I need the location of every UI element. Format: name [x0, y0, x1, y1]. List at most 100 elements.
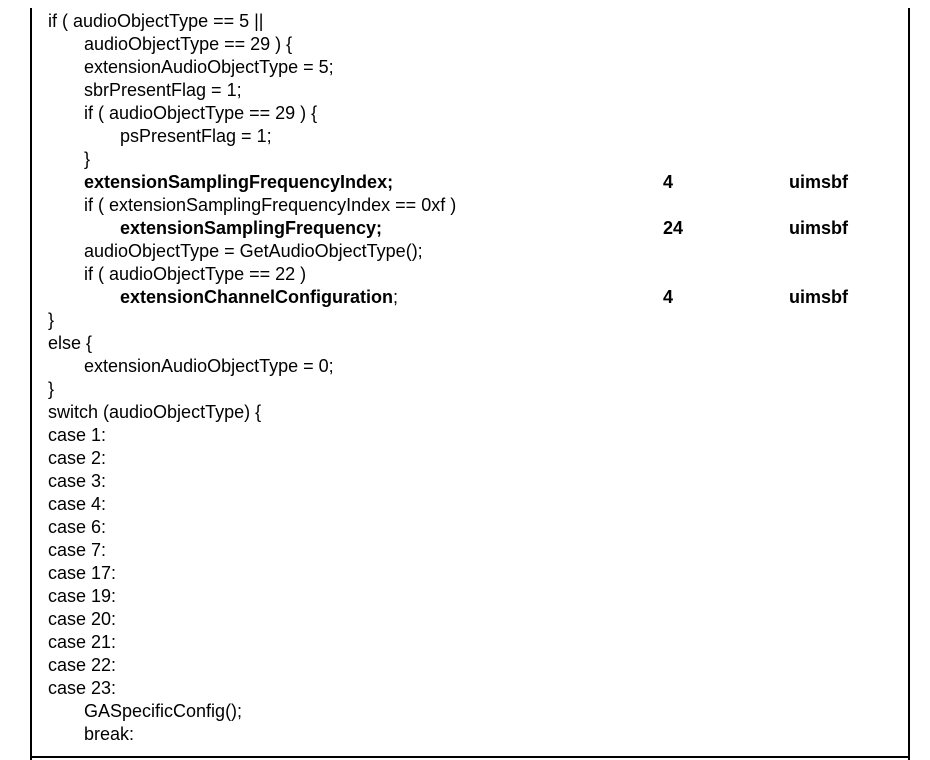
syntax-line: case 19: [0, 585, 930, 608]
syntax-line: } [0, 309, 930, 332]
syntax-text: extensionSamplingFrequencyIndex; [84, 172, 394, 192]
syntax-text: extensionAudioObjectType = 5; [84, 57, 334, 77]
syntax-suffix: ; [393, 287, 399, 307]
syntax-code-block: if ( audioObjectType == 5 || audioObjectT… [0, 10, 930, 746]
syntax-line: case 2: [0, 447, 930, 470]
syntax-line: else { [0, 332, 930, 355]
bit-count: 24 [663, 218, 684, 238]
syntax-line: sbrPresentFlag = 1; [0, 79, 930, 102]
syntax-statement: case 1: [48, 424, 106, 447]
syntax-statement: case 3: [48, 470, 106, 493]
syntax-statement: case 17: [48, 562, 116, 585]
syntax-line: GASpecificConfig(); [0, 700, 930, 723]
syntax-text: if ( audioObjectType == 22 ) [84, 264, 307, 284]
syntax-text: case 6: [48, 517, 107, 537]
mnemonic: uimsbf [789, 218, 849, 238]
syntax-line: case 23: [0, 677, 930, 700]
syntax-statement: case 21: [48, 631, 116, 654]
syntax-text: case 3: [48, 471, 107, 491]
syntax-statement: } [48, 309, 54, 332]
syntax-line: case 4: [0, 493, 930, 516]
syntax-line: case 17: [0, 562, 930, 585]
syntax-statement: extensionAudioObjectType = 5; [84, 56, 334, 79]
syntax-line: case 22: [0, 654, 930, 677]
syntax-statement: } [48, 378, 54, 401]
table-bottom-border [30, 756, 910, 758]
syntax-text: if ( audioObjectType == 29 ) { [84, 103, 318, 123]
syntax-line: break: [0, 723, 930, 746]
syntax-text: case 4: [48, 494, 107, 514]
syntax-text: case 7: [48, 540, 107, 560]
syntax-line: if ( audioObjectType == 22 ) [0, 263, 930, 286]
syntax-statement: if ( audioObjectType == 5 || [48, 10, 263, 33]
syntax-element-name: extensionChannelConfiguration; [120, 286, 398, 309]
syntax-line: extensionAudioObjectType = 5; [0, 56, 930, 79]
syntax-element-name: extensionSamplingFrequency; [120, 217, 382, 240]
syntax-text: audioObjectType == 29 ) { [84, 34, 293, 54]
syntax-text: case 22: [48, 655, 117, 675]
syntax-text: psPresentFlag = 1; [120, 126, 272, 146]
syntax-statement: audioObjectType = GetAudioObjectType(); [84, 240, 423, 263]
syntax-line: if ( audioObjectType == 5 || [0, 10, 930, 33]
syntax-text: } [48, 379, 55, 399]
syntax-text: case 1: [48, 425, 107, 445]
bit-count: 4 [663, 287, 674, 307]
syntax-text: } [48, 310, 55, 330]
syntax-text: case 19: [48, 586, 117, 606]
syntax-text: sbrPresentFlag = 1; [84, 80, 242, 100]
syntax-statement: if ( audioObjectType == 22 ) [84, 263, 306, 286]
syntax-line: case 20: [0, 608, 930, 631]
syntax-text: switch (audioObjectType) { [48, 402, 262, 422]
syntax-element-name: extensionSamplingFrequencyIndex; [84, 171, 393, 194]
syntax-text: if ( audioObjectType == 5 || [48, 11, 264, 31]
mnemonic: uimsbf [789, 172, 849, 192]
syntax-line: case 7: [0, 539, 930, 562]
mnemonic: uimsbf [789, 287, 849, 307]
syntax-text: } [84, 149, 91, 169]
syntax-statement: case 23: [48, 677, 116, 700]
syntax-statement: psPresentFlag = 1; [120, 125, 272, 148]
syntax-text: GASpecificConfig(); [84, 701, 243, 721]
syntax-statement: if ( audioObjectType == 29 ) { [84, 102, 317, 125]
table-left-border [30, 8, 32, 760]
syntax-line: case 1: [0, 424, 930, 447]
syntax-text: break: [84, 724, 135, 744]
syntax-statement: case 6: [48, 516, 106, 539]
syntax-line: extensionChannelConfiguration; 4 uimsbf [0, 286, 930, 309]
syntax-statement: case 4: [48, 493, 106, 516]
syntax-line: } [0, 378, 930, 401]
syntax-text: else { [48, 333, 93, 353]
syntax-statement: switch (audioObjectType) { [48, 401, 261, 424]
syntax-line: case 6: [0, 516, 930, 539]
syntax-text: extensionSamplingFrequency; [120, 218, 383, 238]
syntax-line: case 21: [0, 631, 930, 654]
syntax-statement: case 7: [48, 539, 106, 562]
syntax-text: case 21: [48, 632, 117, 652]
syntax-line: case 3: [0, 470, 930, 493]
syntax-statement: audioObjectType == 29 ) { [84, 33, 292, 56]
syntax-statement: GASpecificConfig(); [84, 700, 242, 723]
syntax-line: } [0, 148, 930, 171]
syntax-line: switch (audioObjectType) { [0, 401, 930, 424]
syntax-line: if ( audioObjectType == 29 ) { [0, 102, 930, 125]
table-right-border [908, 8, 910, 760]
syntax-line: extensionAudioObjectType = 0; [0, 355, 930, 378]
syntax-text: case 17: [48, 563, 117, 583]
syntax-statement: break: [84, 723, 134, 746]
syntax-text: extensionAudioObjectType = 0; [84, 356, 334, 376]
syntax-text: audioObjectType = GetAudioObjectType(); [84, 241, 423, 261]
syntax-line: audioObjectType == 29 ) { [0, 33, 930, 56]
syntax-statement: case 2: [48, 447, 106, 470]
syntax-text: if ( extensionSamplingFrequencyIndex == … [84, 195, 457, 215]
syntax-statement: extensionAudioObjectType = 0; [84, 355, 334, 378]
syntax-statement: case 20: [48, 608, 116, 631]
syntax-statement: } [84, 148, 90, 171]
syntax-statement: else { [48, 332, 92, 355]
syntax-text: case 2: [48, 448, 107, 468]
syntax-statement: case 19: [48, 585, 116, 608]
syntax-line: if ( extensionSamplingFrequencyIndex == … [0, 194, 930, 217]
syntax-text: case 23: [48, 678, 117, 698]
syntax-statement: case 22: [48, 654, 116, 677]
